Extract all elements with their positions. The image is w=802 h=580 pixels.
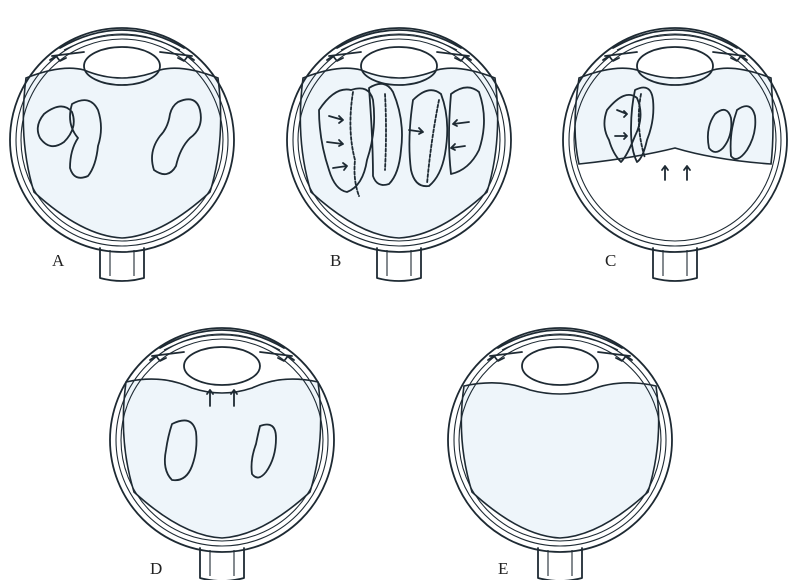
label-d: D bbox=[150, 559, 162, 578]
panel-b bbox=[287, 28, 511, 281]
panel-e bbox=[448, 328, 672, 580]
label-a: A bbox=[52, 251, 65, 270]
panel-d bbox=[110, 328, 334, 580]
label-b: B bbox=[330, 251, 341, 270]
panel-a bbox=[10, 28, 234, 281]
label-e: E bbox=[498, 559, 508, 578]
label-c: C bbox=[605, 251, 616, 270]
panel-c bbox=[563, 28, 787, 281]
